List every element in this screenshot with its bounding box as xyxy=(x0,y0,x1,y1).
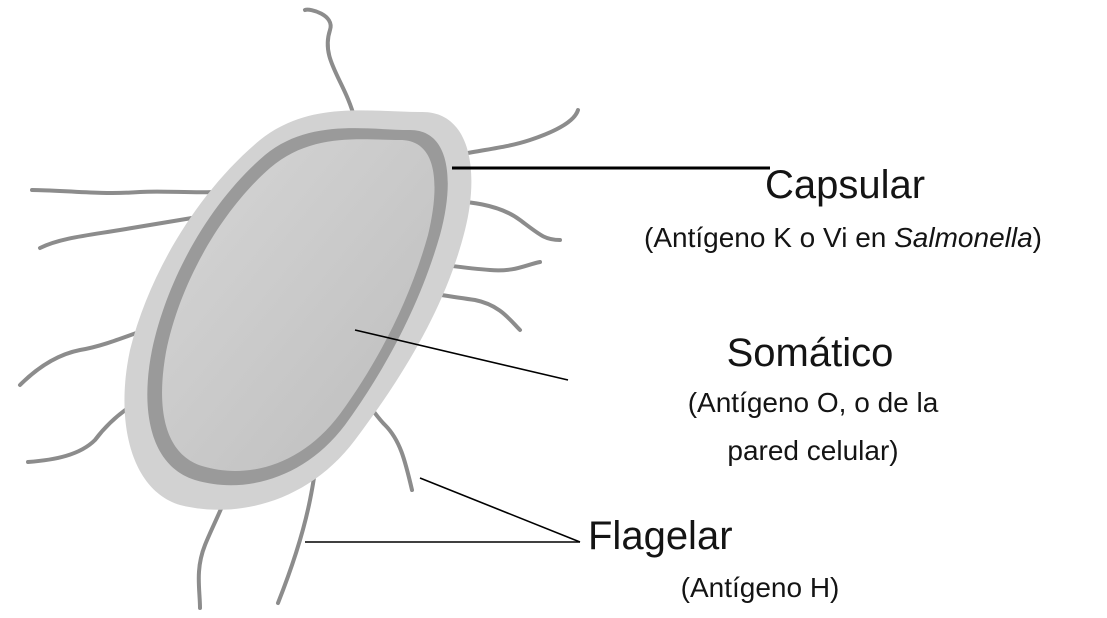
flagelar-detail: (Antígeno H) xyxy=(640,570,880,606)
somatico-detail-line1: (Antígeno O, o de la xyxy=(608,385,1018,421)
somatico-title: Somático xyxy=(680,330,940,376)
capsular-detail-prefix: (Antígeno K o Vi en xyxy=(644,222,894,253)
capsular-detail: (Antígeno K o Vi en Salmonella) xyxy=(588,220,1098,256)
cytoplasm xyxy=(162,139,434,471)
somatico-detail-line2: pared celular) xyxy=(608,433,1018,469)
flagelar-leader-line-upper xyxy=(420,478,580,542)
flagellum xyxy=(32,190,240,193)
flagelar-title: Flagelar xyxy=(588,513,788,559)
capsular-detail-suffix: ) xyxy=(1033,222,1042,253)
flagellum xyxy=(305,10,355,120)
capsular-title: Capsular xyxy=(725,162,965,208)
capsular-detail-italic: Salmonella xyxy=(894,222,1033,253)
